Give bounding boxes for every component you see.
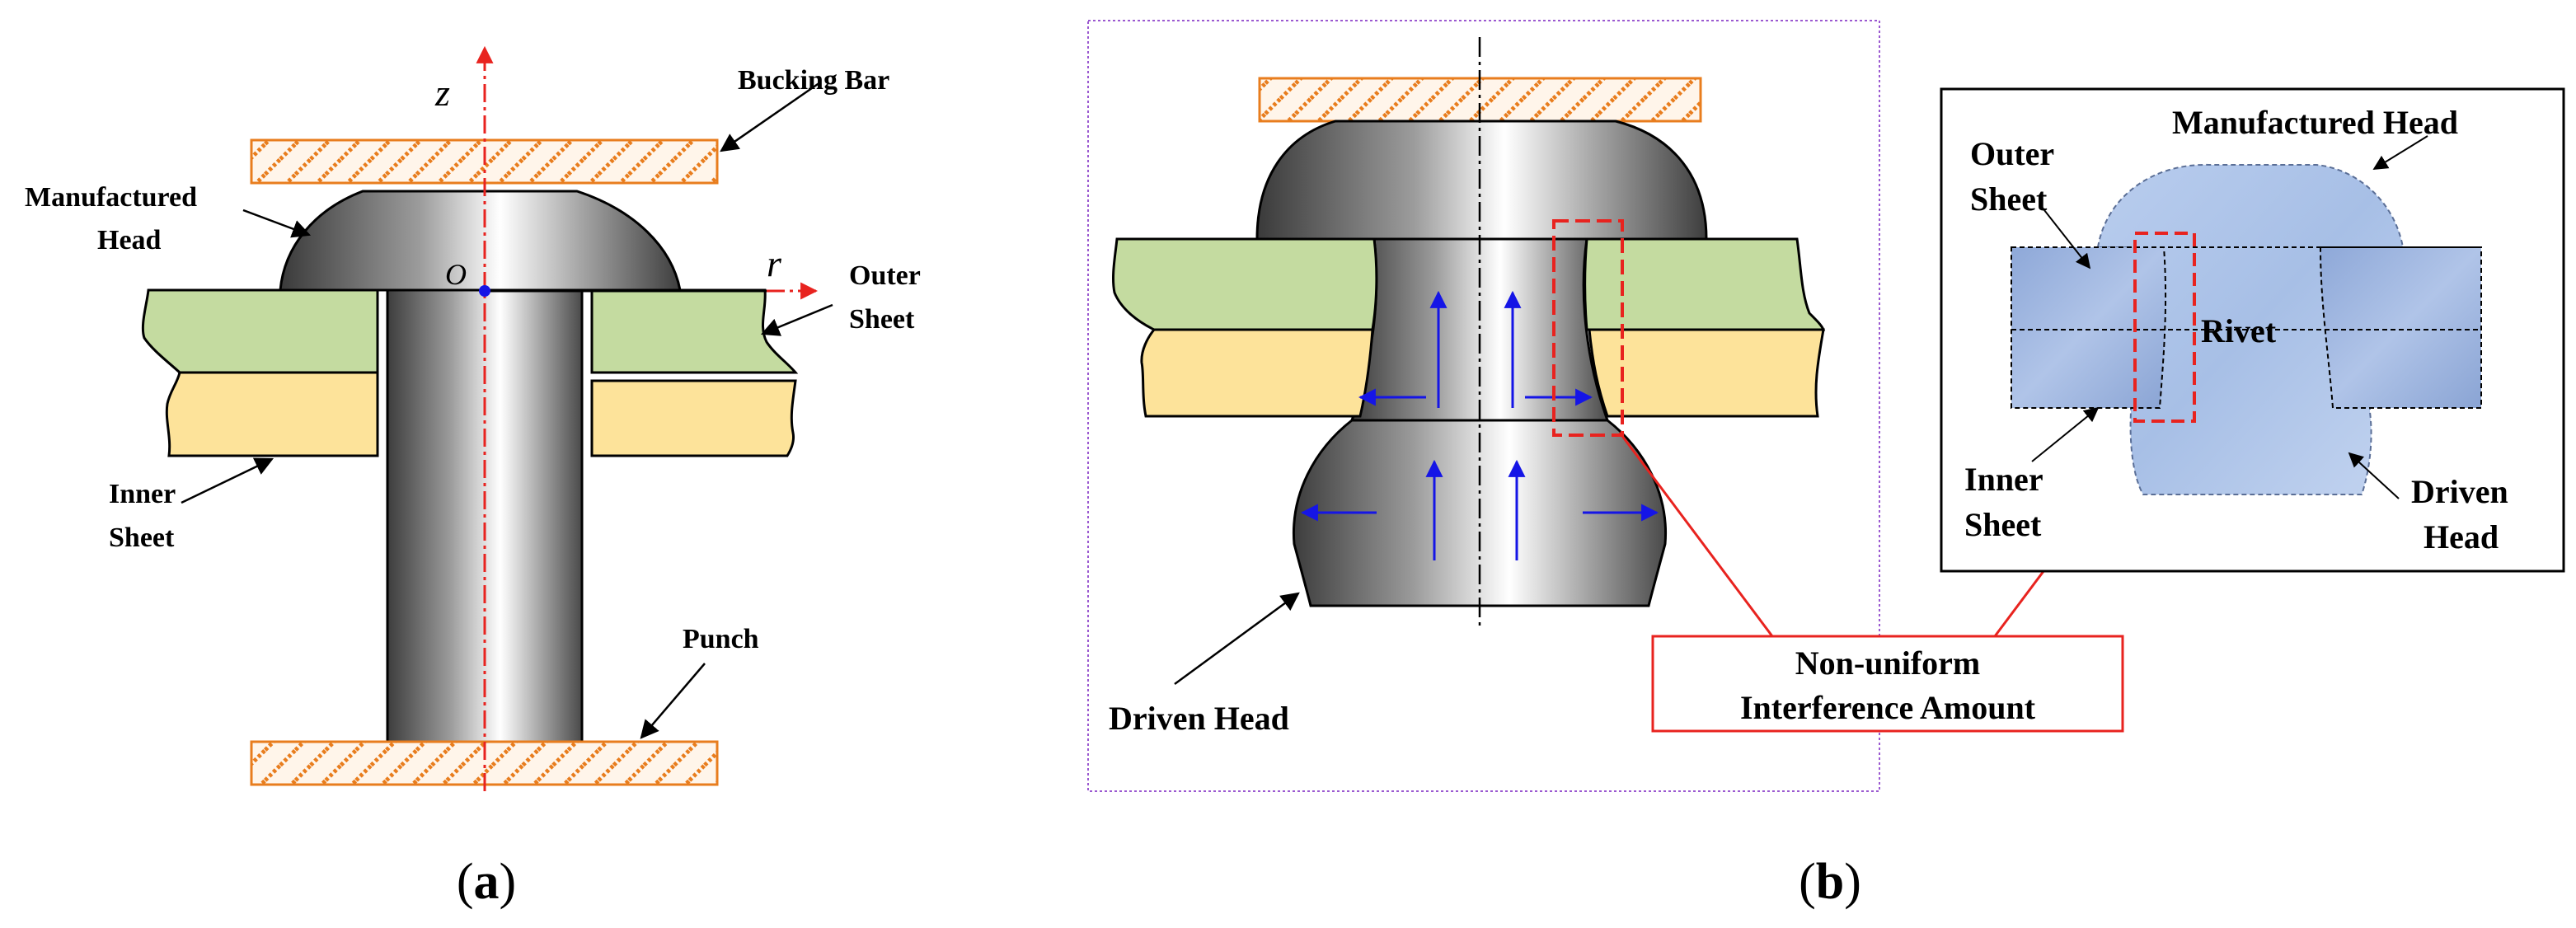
interference-highlight-b (1552, 219, 1624, 437)
origin-point (479, 285, 490, 297)
manufactured-head-label-line2: Head (97, 225, 162, 255)
photo-manufactured-head-label: Manufactured Head (2172, 104, 2458, 141)
outer-sheet-right-b (1584, 237, 1826, 331)
photo-sheet-right (2319, 246, 2482, 409)
z-axis-label: z (434, 72, 450, 114)
punch-label: Punch (683, 624, 759, 654)
callout-line2: Interference Amount (1740, 689, 2036, 726)
inner-sheet-right (590, 379, 797, 457)
interference-highlight-photo (2133, 232, 2196, 423)
manufactured-head (279, 190, 682, 292)
inner-sheet-label-line2: Sheet (109, 523, 175, 553)
photo-sheet-left (2011, 246, 2167, 409)
manufactured-head-label-line1: Manufactured (25, 182, 197, 213)
panel-b-caption: (b) (1799, 854, 1861, 910)
photo-inner-sheet-label-line2: Sheet (1964, 506, 2042, 543)
photo-driven-head-label-line2: Head (2424, 518, 2499, 555)
non-uniform-callout (1651, 635, 2124, 733)
panel-b-frame (1087, 20, 1880, 792)
outer-sheet-right (590, 288, 799, 374)
inner-sheet-left-b (1140, 328, 1374, 418)
panel-a-caption: (a) (457, 854, 516, 910)
outer-sheet-label-line1: Outer (849, 260, 921, 291)
manufactured-head-b (1255, 120, 1708, 241)
panel-a: z r O Bucking Bar Manufactured Head Oute… (25, 45, 921, 910)
photo-outer-sheet-label-line2: Sheet (1970, 180, 2048, 218)
origin-label: O (445, 258, 467, 291)
driven-head-label: Driven Head (1109, 700, 1289, 737)
outer-sheet-left-b (1112, 237, 1378, 331)
outer-sheet-left (141, 288, 379, 374)
bucking-bar-label: Bucking Bar (738, 65, 889, 96)
inner-sheet-left (165, 371, 379, 457)
photo-inner-sheet-label-line1: Inner (1964, 461, 2043, 498)
panel-b: Driven Head Non-uniform Interference Amo… (1087, 20, 2565, 910)
photo-driven-head-label-line1: Driven (2411, 473, 2508, 510)
photo-rivet-label: Rivet (2201, 312, 2277, 349)
r-axis-label: r (767, 242, 782, 284)
inner-sheet-right-b (1588, 328, 1825, 418)
material-flow-arrows (1300, 290, 1659, 560)
photo-inset: Manufactured Head Outer Sheet Rivet Inne… (1940, 87, 2565, 573)
callout-line1: Non-uniform (1795, 644, 1980, 682)
inner-sheet-label-line1: Inner (109, 479, 176, 509)
outer-sheet-label-line2: Sheet (849, 304, 915, 335)
photo-outer-sheet-label-line1: Outer (1970, 135, 2054, 172)
